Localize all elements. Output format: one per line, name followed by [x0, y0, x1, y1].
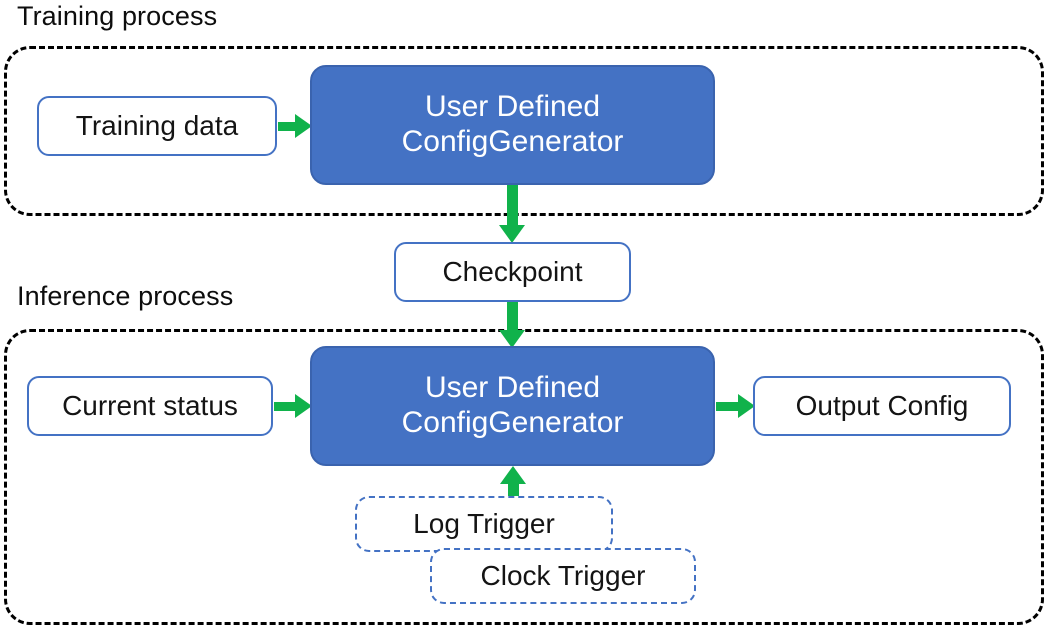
arrow-generator-to-output-config — [716, 392, 755, 420]
node-checkpoint[interactable]: Checkpoint — [394, 242, 631, 302]
node-generator-inference-label-line1: User Defined — [424, 371, 601, 405]
arrow-shaft — [506, 185, 518, 227]
arrow-shaft — [716, 401, 740, 411]
arrow-head — [738, 394, 755, 418]
node-generator-inference-label: User Defined ConfigGenerator — [394, 371, 632, 441]
training-process-caption: Training process — [17, 1, 218, 31]
node-checkpoint-label: Checkpoint — [442, 256, 583, 288]
arrow-shaft — [274, 401, 297, 411]
inference-process-caption: Inference process — [17, 281, 234, 311]
node-generator-training-label-line2: ConfigGenerator — [401, 125, 624, 158]
arrow-current-status-to-generator — [274, 392, 312, 420]
arrow-shaft — [506, 302, 518, 332]
arrow-generator-to-checkpoint — [497, 185, 527, 243]
node-generator-training-label-line1: User Defined — [424, 90, 601, 124]
node-training-data-label: Training data — [75, 110, 239, 142]
arrow-head — [499, 225, 525, 243]
node-clock-trigger-label: Clock Trigger — [480, 560, 646, 592]
training-process-container — [4, 46, 1044, 216]
node-user-defined-configgenerator-inference[interactable]: User Defined ConfigGenerator — [310, 346, 715, 466]
node-current-status[interactable]: Current status — [27, 376, 273, 436]
arrow-checkpoint-to-generator — [497, 302, 527, 348]
node-log-trigger[interactable]: Log Trigger — [355, 496, 613, 552]
arrow-shaft — [278, 121, 297, 131]
arrow-trigger-to-generator — [498, 466, 528, 500]
arrow-shaft — [507, 482, 519, 500]
node-clock-trigger[interactable]: Clock Trigger — [430, 548, 696, 604]
node-user-defined-configgenerator-training[interactable]: User Defined ConfigGenerator — [310, 65, 715, 185]
node-training-data[interactable]: Training data — [37, 96, 277, 156]
arrow-head — [499, 330, 525, 348]
arrow-training-data-to-generator — [278, 112, 312, 140]
node-log-trigger-label: Log Trigger — [413, 508, 555, 540]
arrow-head — [500, 466, 526, 484]
arrow-head — [295, 394, 312, 418]
node-generator-training-label: User Defined ConfigGenerator — [394, 90, 632, 160]
node-output-config-label: Output Config — [795, 390, 969, 422]
node-output-config[interactable]: Output Config — [753, 376, 1011, 436]
arrow-head — [295, 114, 312, 138]
node-generator-inference-label-line2: ConfigGenerator — [401, 406, 624, 439]
node-current-status-label: Current status — [62, 390, 238, 422]
